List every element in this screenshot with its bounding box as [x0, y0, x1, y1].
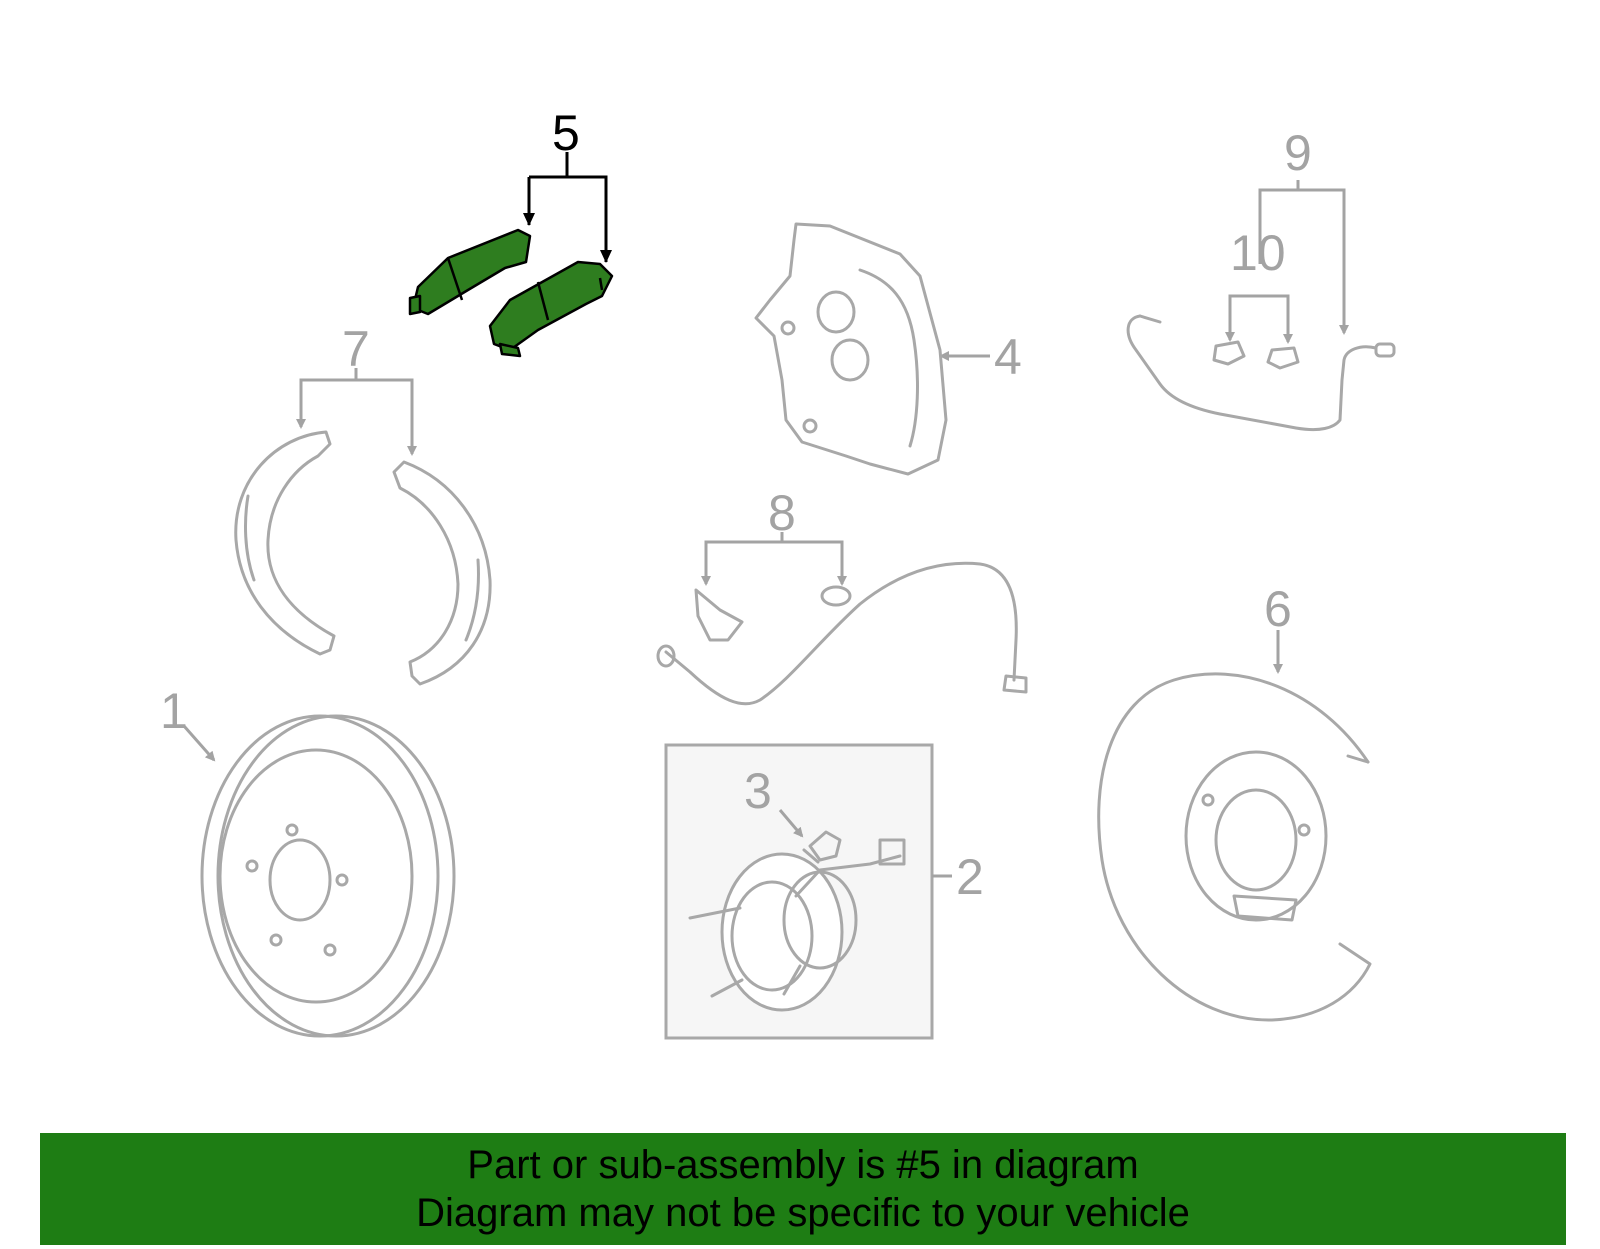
- brake-hose-part-8[interactable]: [656, 532, 1028, 706]
- callout-8: 8: [768, 485, 796, 541]
- callout-1: 1: [160, 683, 188, 739]
- callout-labels: 1 2 3 4 5 6 7 8 9 10: [160, 105, 1312, 905]
- info-banner: Part or sub-assembly is #5 in diagram Di…: [40, 1133, 1566, 1245]
- brake-rotor-part-1[interactable]: [182, 714, 456, 1038]
- callout-3: 3: [744, 763, 772, 819]
- banner-line-1: Part or sub-assembly is #5 in diagram: [467, 1143, 1139, 1187]
- callout-5: 5: [552, 105, 580, 161]
- callout-4: 4: [994, 329, 1022, 385]
- banner-line-2: Diagram may not be specific to your vehi…: [416, 1191, 1190, 1235]
- callout-10: 10: [1230, 225, 1286, 281]
- bolt-part-3[interactable]: [778, 809, 842, 864]
- callout-2: 2: [956, 849, 984, 905]
- parking-brake-shoes-part-7[interactable]: [234, 368, 492, 686]
- brake-pads-part-5[interactable]: [408, 152, 614, 358]
- callout-7: 7: [342, 321, 370, 377]
- hub-bearing-part-2[interactable]: [664, 743, 952, 1040]
- sensor-part-10[interactable]: [1212, 294, 1300, 370]
- dust-shield-part-6[interactable]: [1097, 630, 1372, 1022]
- callout-6: 6: [1264, 581, 1292, 637]
- brake-caliper-part-4[interactable]: [754, 222, 990, 476]
- callout-9: 9: [1284, 125, 1312, 181]
- sensor-harness-part-9[interactable]: [1126, 180, 1396, 432]
